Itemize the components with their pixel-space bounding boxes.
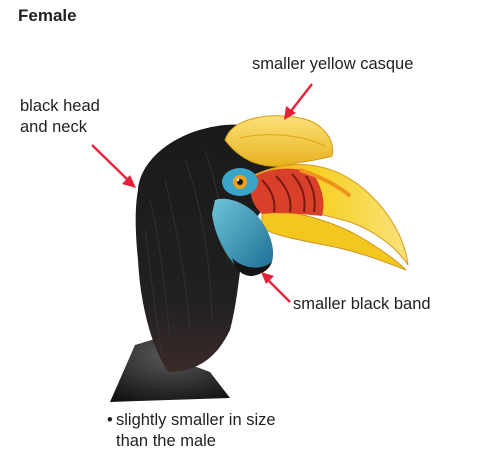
head-neck-label: black head and neck (20, 96, 100, 138)
arrow-band (261, 272, 290, 302)
casque-label: smaller yellow casque (252, 54, 413, 75)
band-label: smaller black band (293, 294, 431, 315)
head-neck-label-line2: and neck (20, 117, 100, 138)
arrow-head (92, 145, 136, 188)
bullet-glyph: • (107, 410, 116, 431)
size-note-line1: •slightly smaller in size (107, 410, 276, 431)
size-note: •slightly smaller in size than the male (107, 410, 276, 452)
arrow-casque (284, 84, 312, 120)
size-note-line2: than the male (107, 431, 276, 452)
size-note-text1: slightly smaller in size (116, 411, 276, 429)
head-neck-label-line1: black head (20, 96, 100, 117)
